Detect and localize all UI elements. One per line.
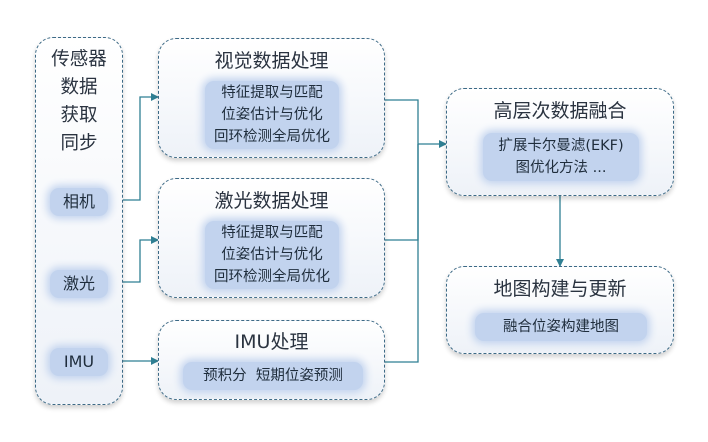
laser-to-laser-processing-arrow	[122, 236, 159, 283]
fusion-box: 高层次数据融合 扩展卡尔曼滤(EKF) 图优化方法 ...	[446, 88, 674, 196]
laser-to-fusion-line	[385, 144, 419, 241]
camera-sensor: 相机	[50, 188, 108, 216]
laser-step-1: 特征提取与匹配	[221, 225, 323, 241]
visual-processing-title: 视觉数据处理	[214, 50, 329, 72]
laser-processing-box: 激光数据处理 特征提取与匹配 位姿估计与优化 回环检测全局优化	[158, 178, 385, 298]
column-title-line-2: 数据	[60, 77, 98, 98]
map-building-box: 地图构建与更新 融合位姿构建地图	[446, 266, 674, 354]
imu-processing-box: IMU处理 预积分 短期位姿预测	[158, 320, 385, 400]
fusion-methods: 扩展卡尔曼滤(EKF) 图优化方法 ...	[483, 133, 639, 181]
imu-sensor: IMU	[50, 348, 108, 376]
imu-processing-content: 预积分 短期位姿预测	[183, 362, 363, 390]
visual-processing-steps: 特征提取与匹配 位姿估计与优化 回环检测全局优化	[205, 81, 339, 149]
fusion-method-1: 扩展卡尔曼滤(EKF)	[498, 138, 624, 154]
laser-step-3: 回环检测全局优化	[214, 269, 330, 285]
sensor-acquisition-column: 传感器 数据 获取 同步 相机 激光 IMU	[35, 37, 123, 405]
fusion-method-2: 图优化方法 ...	[515, 160, 607, 176]
laser-step-2: 位姿估计与优化	[221, 247, 323, 263]
laser-sensor: 激光	[50, 270, 108, 298]
visual-to-fusion-line	[385, 99, 419, 144]
visual-step-3: 回环检测全局优化	[214, 129, 330, 145]
imu-processing-title: IMU处理	[234, 331, 309, 353]
column-title-line-4: 同步	[60, 133, 98, 154]
map-building-title: 地图构建与更新	[493, 278, 627, 300]
laser-processing-title: 激光数据处理	[214, 190, 329, 212]
visual-step-1: 特征提取与匹配	[221, 85, 323, 101]
visual-processing-box: 视觉数据处理 特征提取与匹配 位姿估计与优化 回环检测全局优化	[158, 38, 385, 158]
column-title-line-3: 获取	[60, 105, 98, 126]
visual-step-2: 位姿估计与优化	[221, 107, 323, 123]
fusion-title: 高层次数据融合	[493, 100, 627, 122]
camera-to-visual-arrow	[122, 93, 159, 201]
imu-to-fusion-line	[385, 144, 419, 363]
laser-processing-steps: 特征提取与匹配 位姿估计与优化 回环检测全局优化	[205, 221, 339, 289]
column-title-line-1: 传感器	[51, 49, 107, 70]
map-building-content: 融合位姿构建地图	[475, 313, 647, 341]
